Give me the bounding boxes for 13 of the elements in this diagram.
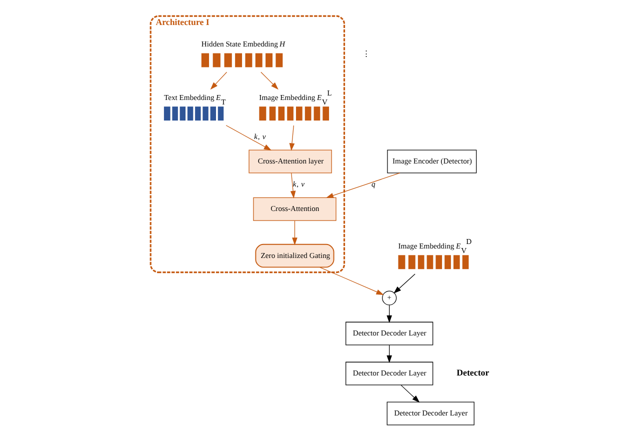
arrow (320, 266, 384, 295)
label: Detector (456, 367, 490, 378)
arrow (290, 172, 296, 199)
arrow (326, 172, 400, 198)
arrow (260, 72, 278, 90)
arrow (292, 220, 298, 246)
arrow (289, 125, 295, 151)
arrow (400, 384, 420, 403)
arrow (226, 125, 272, 150)
arrow (210, 72, 228, 90)
arrow (394, 274, 416, 294)
arrow (386, 344, 392, 363)
arrow (386, 304, 392, 323)
